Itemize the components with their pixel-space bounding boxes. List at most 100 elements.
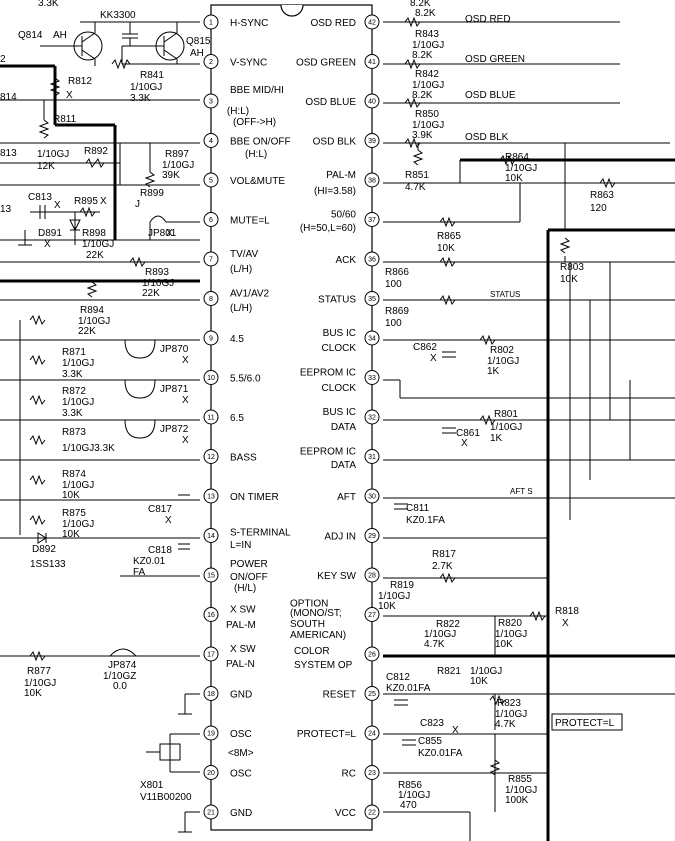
pin-31 [364,449,380,464]
sub-p7: (L/H) [230,264,252,275]
label-r850-v2: 3.9K [412,130,433,141]
pin-label-31: EEPROM IC [300,447,356,458]
sub-p37: (H=50,L=60) [300,223,356,234]
pin-number-10: 10 [207,375,215,382]
pin-label-25: RESET [323,690,356,701]
label-r875-v1: 1/10GJ [62,519,94,530]
label-r898-v1: 1/10GJ [82,239,114,250]
pin-label-16: X SW [230,605,256,616]
label-r841: R841 [140,70,164,81]
label-r865: R865 [437,231,461,242]
sub-p14: L=IN [230,540,251,551]
pin-label-7: TV/AV [230,249,258,260]
label-frag-2: 2 [0,54,6,65]
pin-number-24: 24 [368,731,376,738]
right-part-labels: 8.2K 8.2K R843 1/10GJ 8.2K R842 1/10GJ 8… [378,0,614,811]
label-r822: R822 [436,619,460,630]
label-r877: R877 [27,666,51,677]
pin-label-1: H-SYNC [230,18,268,29]
label-jp870-v: X [182,355,189,366]
pin-6 [203,212,219,227]
pin-4 [203,133,219,148]
label-c813: C813 [28,192,52,203]
pin-label-6: MUTE=L [230,216,270,227]
pin-label-14: S-TERMINAL [230,528,291,539]
net-osd-green: OSD GREEN [465,54,525,65]
label-r877-v2: 10K [24,688,42,699]
pin-2 [203,54,219,69]
label-c818-v1: KZ0.01 [133,556,166,567]
sub-p17: PAL-N [226,659,255,670]
label-c855: C855 [418,736,442,747]
label-c862-v: X [430,353,437,364]
label-r811-v1: 1/10GJ [37,149,69,160]
pin-number-38: 38 [368,178,376,185]
label-r817: R817 [432,549,456,560]
pin-label-13: ON TIMER [230,492,279,503]
sub-p4: (H:L) [245,149,267,160]
pin-28 [364,567,380,583]
label-r-top-right: 8.2K [410,0,431,9]
label-r823: R823 [497,698,521,709]
net-aft-s: AFT S [510,487,533,496]
left-wiring [0,21,200,833]
net-status: STATUS [490,290,520,299]
label-r894-v1: 1/10GJ [78,316,110,327]
pin-number-29: 29 [368,533,376,540]
pin-19 [203,725,219,741]
label-r865-v: 10K [437,243,455,254]
pin-label-21: GND [230,808,252,819]
label-r863: R863 [590,190,614,201]
sub-p33: CLOCK [322,383,357,394]
pin-number-25: 25 [368,691,376,698]
pin-number-18: 18 [207,691,215,698]
sub-p26: SYSTEM OP [294,660,353,671]
pin-label-23: RC [342,769,356,780]
label-r874-v1: 1/10GJ [62,480,94,491]
label-r801-v2: 1K [490,433,503,444]
pin-label-17: X SW [230,644,256,655]
label-r843-v1: 1/10GJ [412,40,444,51]
pin-number-1: 1 [209,20,213,27]
pin-number-14: 14 [207,533,215,540]
label-r875: R875 [62,508,86,519]
pin-39 [364,133,380,148]
label-r-top: 3.3K [38,0,59,9]
label-r856-v2: 470 [400,800,417,811]
label-r897: R897 [165,149,189,160]
pin-37 [364,212,380,227]
pin-label-42: OSD RED [310,18,356,29]
pin-number-7: 7 [209,257,213,264]
pin-label-9: 4.5 [230,334,244,345]
label-r802-v2: 1K [487,366,500,377]
pin-label-29: ADJ IN [324,532,356,543]
pin-number-3: 3 [209,99,213,106]
pin-number-27: 27 [368,612,376,619]
label-c861: C861 [456,428,480,439]
net-osd-blk: OSD BLK [465,132,509,143]
label-r855-v2: 100K [505,795,529,806]
pin-30 [364,488,380,504]
label-r872-v1: 1/10GJ [62,397,94,408]
pin-label-11: 6.5 [230,413,244,424]
pin-number-41: 41 [368,59,376,66]
pin-number-17: 17 [207,652,215,659]
label-d892-v: 1SS133 [30,559,66,570]
pin-number-12: 12 [207,454,215,461]
pin-label-2: V-SYNC [230,58,267,69]
pin-16 [203,607,219,622]
label-r894: R894 [80,305,104,316]
pin-label-10: 5.5/6.0 [230,374,261,385]
label-c812: C812 [386,672,410,683]
label-r864: R864 [505,152,529,163]
label-r803-v: 10K [560,274,578,285]
label-r855-v1: 1/10GJ [505,785,537,796]
label-d891-v: X [44,239,51,250]
pin-label-36: ACK [335,255,356,266]
sub-p34: CLOCK [322,343,357,354]
label-r823-v1: 1/10GJ [495,709,527,720]
pin-32 [364,409,380,425]
net-labels: OSD RED OSD GREEN OSD BLUE OSD BLK STATU… [465,14,615,729]
pin-number-31: 31 [368,454,376,461]
